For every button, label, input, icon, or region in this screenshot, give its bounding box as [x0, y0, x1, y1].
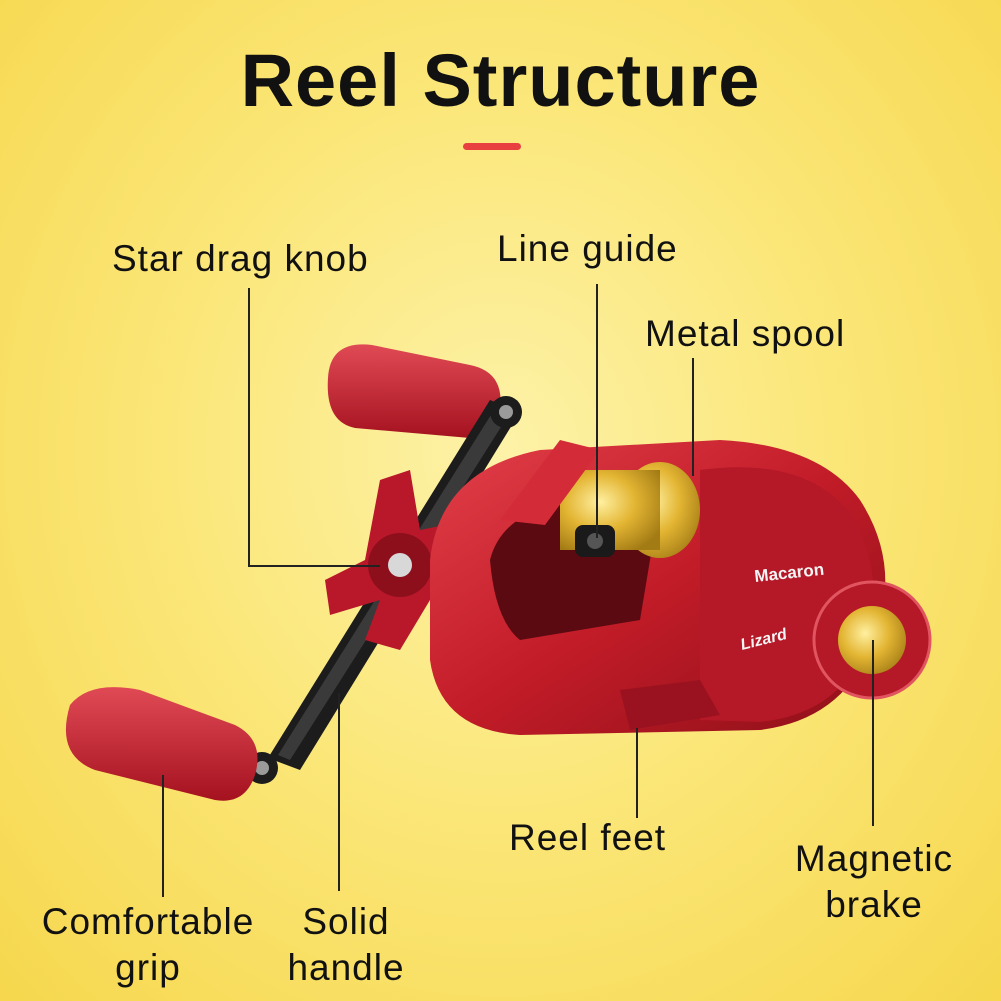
callout-line-reel-feet — [636, 728, 638, 818]
title-underline — [463, 143, 521, 150]
star-drag — [325, 470, 470, 650]
callout-line-star-drag — [248, 288, 250, 566]
callout-line-comfortable-grip — [162, 775, 164, 897]
callout-line-solid-handle — [338, 693, 340, 891]
label-reel-feet: Reel feet — [509, 817, 667, 858]
label-solid-handle-line1: Solid — [302, 901, 390, 942]
label-comfortable-grip-line2: grip — [115, 947, 181, 988]
upper-handle-knob — [327, 344, 501, 439]
label-metal-spool: Metal spool — [645, 313, 846, 354]
label-star-drag-knob: Star drag knob — [112, 238, 369, 279]
reel-body — [430, 440, 932, 735]
callout-line-magnetic-brake — [872, 640, 874, 826]
label-magnetic-brake: Magnetic brake — [784, 836, 964, 928]
label-comfortable-grip: Comfortable grip — [28, 899, 268, 991]
label-solid-handle-line2: handle — [287, 947, 405, 988]
label-comfortable-grip-line1: Comfortable — [41, 901, 255, 942]
callout-line-metal-spool — [692, 358, 694, 476]
label-magnetic-brake-line2: brake — [825, 884, 923, 925]
callout-line-line-guide — [596, 284, 598, 538]
callout-line-star-drag-h — [248, 565, 380, 567]
label-line-guide: Line guide — [497, 228, 678, 269]
lower-handle-knob — [65, 687, 258, 801]
page-title: Reel Structure — [240, 39, 761, 122]
label-magnetic-brake-line1: Magnetic — [794, 838, 954, 879]
label-solid-handle: Solid handle — [276, 899, 416, 991]
